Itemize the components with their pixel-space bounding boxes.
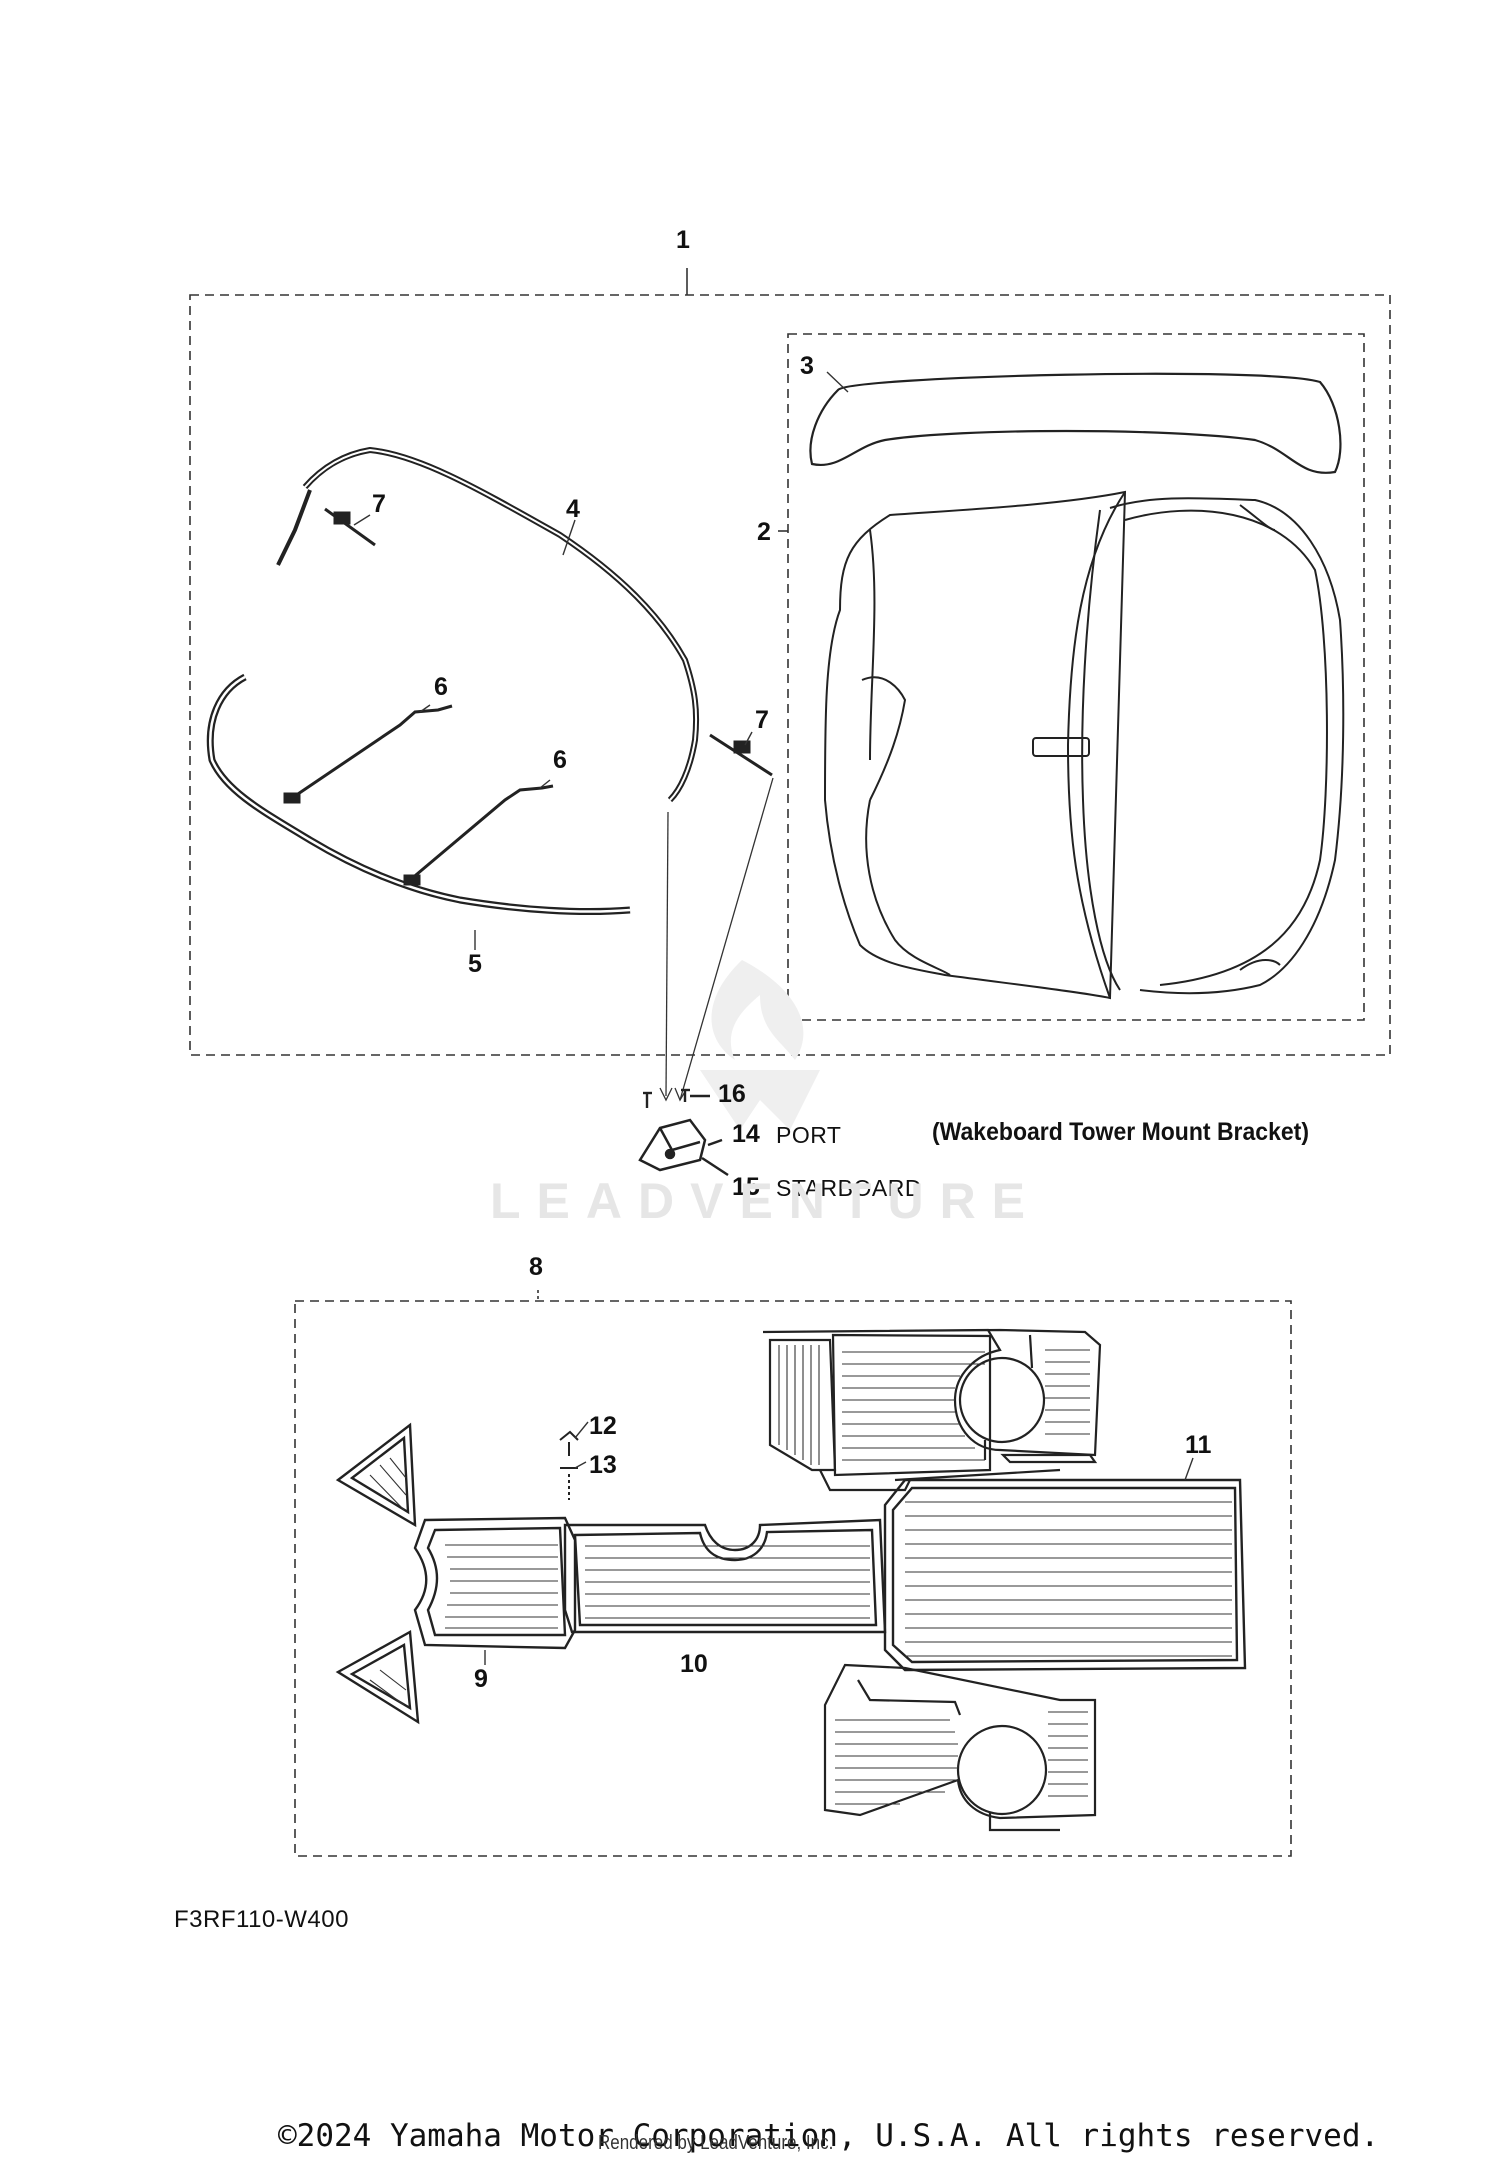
part-7-clamps <box>324 507 773 777</box>
part-10-walkway-pad <box>563 1518 887 1634</box>
callout-16: 16 <box>718 1080 746 1108</box>
watermark-logo <box>700 960 820 1130</box>
callout-9: 9 <box>474 1665 488 1693</box>
callout-10: 10 <box>680 1650 708 1678</box>
rendered-by-notice: Rendered by LeadVenture, Inc. <box>598 2132 834 2154</box>
callout-3: 3 <box>800 352 814 380</box>
group-1-box <box>189 294 1391 1056</box>
port-label: PORT <box>776 1122 842 1148</box>
starboard-label: STARBOARD <box>776 1175 922 1201</box>
callout-13: 13 <box>589 1451 617 1479</box>
callout-6a: 6 <box>434 673 448 701</box>
callout-15: 15 <box>732 1173 760 1201</box>
callout-4: 4 <box>566 495 580 523</box>
aft-pad <box>823 1663 1097 1832</box>
part-11-center-grooves <box>905 1501 1232 1657</box>
part-11-deck-pad <box>762 1328 1102 1492</box>
group-2-box <box>787 333 1365 1021</box>
callout-1: 1 <box>676 226 690 254</box>
callout-11: 11 <box>1185 1431 1212 1459</box>
watermark-text: LEADVENTURE <box>490 1173 1042 1229</box>
callout-7b: 7 <box>755 706 769 734</box>
part-9-grooves <box>445 1544 558 1629</box>
part-2-boat-cover <box>823 490 1345 1000</box>
callout-7a: 7 <box>372 490 386 518</box>
part-9-bow-pad <box>413 1516 577 1650</box>
part-10-grooves <box>585 1545 870 1619</box>
callout-6b: 6 <box>553 746 567 774</box>
group-8-box <box>294 1300 1292 1857</box>
callout-5: 5 <box>468 950 482 978</box>
part-11-center-pad <box>883 1478 1247 1672</box>
bracket-14-15 <box>638 1118 729 1177</box>
fastener-12-13 <box>559 1430 579 1500</box>
callout-14: 14 <box>732 1120 760 1148</box>
callout-8: 8 <box>529 1253 543 1281</box>
part-11-grooves <box>778 1345 1090 1465</box>
diagram-code: F3RF110-W400 <box>174 1906 349 1933</box>
callout-12: 12 <box>589 1412 617 1440</box>
callout-2: 2 <box>757 518 771 546</box>
part-6-struts <box>283 704 554 886</box>
copyright-notice: ©2024 Yamaha Motor Corporation, U.S.A. A… <box>278 2118 1380 2154</box>
bow-corner-pads <box>335 1422 420 1725</box>
part-3-cover <box>809 372 1342 474</box>
bracket-caption: (Wakeboard Tower Mount Bracket) <box>932 1118 1309 1146</box>
screws-16 <box>643 1088 710 1108</box>
